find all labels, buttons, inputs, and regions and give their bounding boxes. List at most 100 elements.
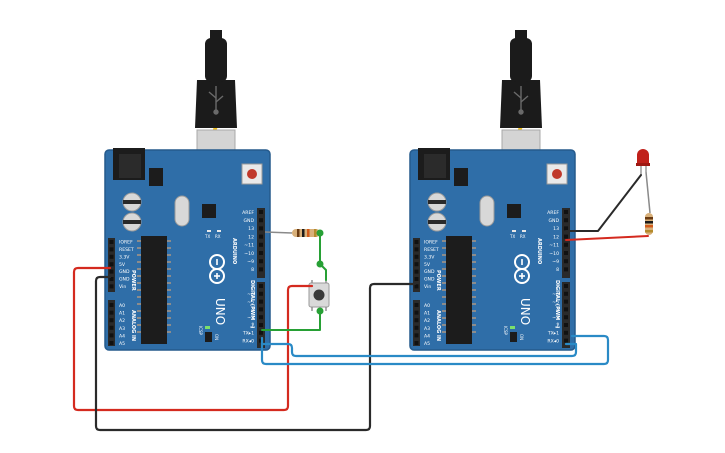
wire-blue[interactable] xyxy=(260,334,610,366)
digital-pin-label: 8 xyxy=(251,267,254,273)
power-pin[interactable] xyxy=(109,262,114,267)
pushbutton-cap[interactable] xyxy=(313,289,325,301)
icsp-label: ICSP xyxy=(503,326,508,336)
digital-pin[interactable] xyxy=(564,267,568,272)
led-rim xyxy=(636,163,650,166)
resistor-lead xyxy=(645,171,651,214)
digital-pin[interactable] xyxy=(564,251,568,255)
power-pin-label: IOREF xyxy=(119,240,133,246)
wire-red[interactable] xyxy=(565,235,649,241)
power-pin[interactable] xyxy=(109,254,114,259)
digital-pin[interactable] xyxy=(564,330,568,335)
power-pin[interactable] xyxy=(109,284,114,289)
analog-pin[interactable] xyxy=(109,303,114,307)
digital-pin[interactable] xyxy=(259,284,263,288)
digital-header-lower[interactable] xyxy=(257,282,265,348)
power-pin-label: 5V xyxy=(424,262,431,268)
digital-pin[interactable] xyxy=(564,291,568,296)
pushbutton[interactable] xyxy=(308,280,330,311)
arduino-uno-board-left[interactable]: TX RX ARDUINO UNO DIGITAL (PWM ~) POWER … xyxy=(104,30,271,351)
reset-button-cap[interactable] xyxy=(247,169,257,179)
power-pin-label: Vin xyxy=(119,284,126,290)
analog-header[interactable] xyxy=(413,300,420,346)
resistor[interactable] xyxy=(264,229,320,237)
analog-pin[interactable] xyxy=(109,341,114,345)
analog-pin[interactable] xyxy=(414,341,419,345)
power-pin[interactable] xyxy=(414,254,419,259)
digital-pin[interactable] xyxy=(259,291,263,296)
power-pin[interactable] xyxy=(414,240,419,244)
digital-pin[interactable] xyxy=(259,226,263,231)
analog-pin[interactable] xyxy=(109,333,114,338)
digital-pin[interactable] xyxy=(564,259,568,264)
reset-button-cap[interactable] xyxy=(552,169,562,179)
analog-pin-label: A0 xyxy=(424,303,430,309)
digital-pin[interactable] xyxy=(564,210,568,214)
digital-pin[interactable] xyxy=(259,251,263,255)
digital-pin[interactable] xyxy=(564,218,568,223)
digital-pin[interactable] xyxy=(564,226,568,231)
digital-pin-label: GND xyxy=(243,218,254,224)
wire-black[interactable] xyxy=(565,174,642,232)
power-pin[interactable] xyxy=(414,247,419,252)
digital-header-lower[interactable] xyxy=(562,282,570,348)
arduino-uno-board-right[interactable]: TX RX ARDUINO UNO DIGITAL (PWM ~) POWER … xyxy=(409,30,576,351)
digital-pin[interactable] xyxy=(564,284,568,288)
digital-pin[interactable] xyxy=(564,242,568,247)
analog-header[interactable] xyxy=(108,300,115,346)
wire-black[interactable] xyxy=(94,275,417,432)
analog-pin[interactable] xyxy=(109,310,114,315)
digital-pin[interactable] xyxy=(564,338,568,343)
power-pin[interactable] xyxy=(109,277,114,281)
digital-pin[interactable] xyxy=(564,299,568,304)
voltage-regulator xyxy=(454,168,468,186)
analog-pin[interactable] xyxy=(414,318,419,323)
digital-pin-label: AREF xyxy=(547,210,559,216)
digital-pin[interactable] xyxy=(259,259,263,264)
digital-pin[interactable] xyxy=(259,210,263,214)
power-pin[interactable] xyxy=(414,284,419,289)
digital-pin[interactable] xyxy=(259,234,263,239)
digital-pin[interactable] xyxy=(564,234,568,239)
resistor-band xyxy=(314,229,317,237)
power-pin[interactable] xyxy=(414,277,419,281)
analog-pin-label: A1 xyxy=(119,311,125,317)
digital-pin[interactable] xyxy=(259,323,263,327)
analog-pin[interactable] xyxy=(414,325,419,330)
wire-green[interactable] xyxy=(261,310,321,331)
analog-pin-label: A2 xyxy=(424,318,430,324)
analog-pin[interactable] xyxy=(414,303,419,307)
wire-red[interactable] xyxy=(72,266,314,412)
digital-pin-label: 13 xyxy=(248,226,254,232)
digital-pin[interactable] xyxy=(259,299,263,304)
digital-pin[interactable] xyxy=(564,307,568,312)
digital-pin[interactable] xyxy=(564,323,568,327)
digital-pin[interactable] xyxy=(259,307,263,312)
wires xyxy=(72,174,649,432)
digital-pin[interactable] xyxy=(259,218,263,223)
analog-pin[interactable] xyxy=(414,310,419,315)
power-pin[interactable] xyxy=(109,247,114,252)
power-pin[interactable] xyxy=(414,269,419,274)
wire-blue[interactable] xyxy=(260,342,578,358)
wire-green[interactable] xyxy=(319,232,327,281)
power-pin[interactable] xyxy=(109,240,114,244)
digital-pin-label: 13 xyxy=(553,226,559,232)
digital-pin[interactable] xyxy=(259,315,263,320)
digital-pin-label: AREF xyxy=(242,210,254,216)
power-pin[interactable] xyxy=(109,269,114,274)
digital-pin[interactable] xyxy=(259,242,263,247)
power-pin-label: GND xyxy=(119,277,130,283)
led[interactable] xyxy=(636,149,650,175)
power-pin[interactable] xyxy=(414,262,419,267)
indicator-led xyxy=(522,230,526,232)
analog-pin[interactable] xyxy=(414,333,419,338)
analog-pin[interactable] xyxy=(109,318,114,323)
digital-pin[interactable] xyxy=(259,267,263,272)
analog-pin-label: A5 xyxy=(119,341,125,347)
resistor[interactable] xyxy=(645,171,653,235)
digital-pin[interactable] xyxy=(259,330,263,335)
digital-pin[interactable] xyxy=(564,315,568,320)
analog-pin[interactable] xyxy=(109,325,114,330)
resistor-band xyxy=(645,225,653,228)
